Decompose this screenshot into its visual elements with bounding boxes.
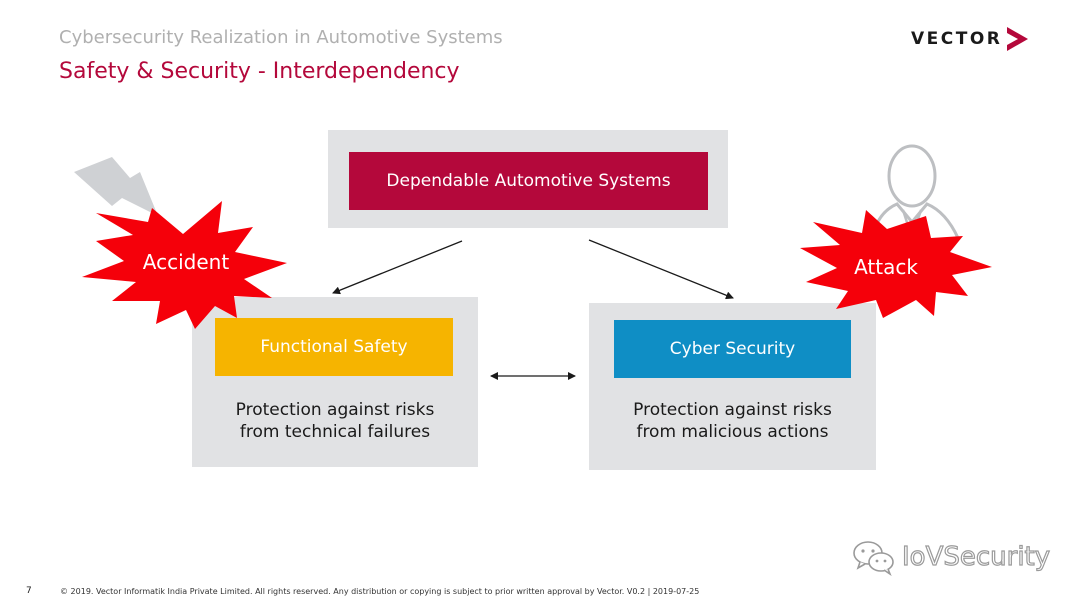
accident-label: Accident — [142, 250, 230, 274]
chevron-right-icon — [1007, 27, 1029, 51]
starburst-icon — [800, 210, 992, 318]
starburst-icon — [82, 201, 287, 329]
page-number: 7 — [26, 586, 32, 596]
vector-logo: VECTOR — [911, 25, 1030, 53]
slide-subtitle: Cybersecurity Realization in Automotive … — [59, 27, 503, 48]
copyright-footer: © 2019. Vector Informatik India Private … — [60, 587, 700, 596]
functional-safety-description: Protection against risks from technical … — [192, 399, 478, 443]
lightning-bolt-icon — [74, 157, 158, 216]
cyber-security-desc-line2: from malicious actions — [636, 422, 829, 442]
arrow-to-cyber-security — [588, 239, 734, 300]
wechat-icon — [853, 541, 894, 576]
logo-text: VECTOR — [911, 29, 1003, 49]
arrow-to-functional-safety — [332, 240, 463, 295]
cyber-security-label: Cyber Security — [614, 320, 851, 378]
cyber-security-description: Protection against risks from malicious … — [589, 399, 876, 443]
dependable-systems-label: Dependable Automotive Systems — [349, 152, 708, 210]
functional-safety-desc-line2: from technical failures — [239, 422, 431, 442]
functional-safety-desc-line1: Protection against risks — [235, 400, 435, 420]
functional-safety-label: Functional Safety — [215, 318, 453, 376]
attack-label: Attack — [854, 255, 918, 279]
watermark: IoVSecurity — [852, 538, 1051, 576]
watermark-text: IoVSecurity — [901, 541, 1051, 572]
cyber-security-desc-line1: Protection against risks — [633, 400, 832, 420]
slide-title: Safety & Security - Interdependency — [59, 59, 460, 84]
